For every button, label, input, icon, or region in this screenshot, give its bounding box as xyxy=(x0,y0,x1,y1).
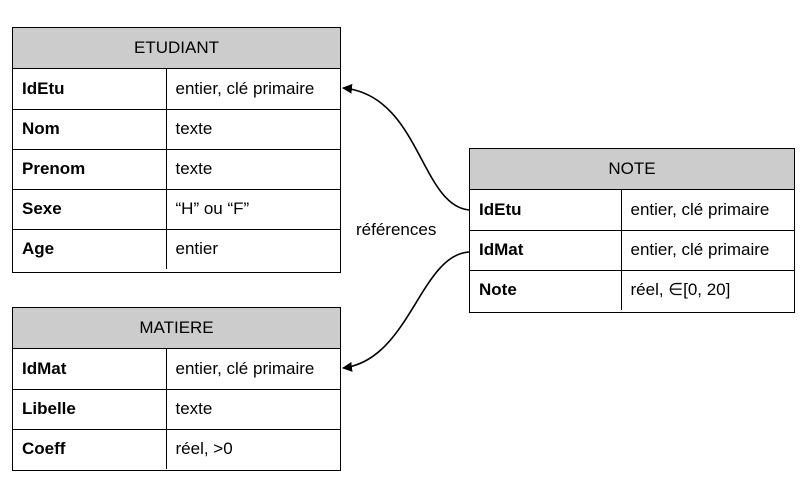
table-row: Note réel, ∈[0, 20] xyxy=(470,269,794,310)
table-row: Nom texte xyxy=(13,108,340,149)
idetu-reference-arrow xyxy=(342,83,470,211)
field-type: entier, clé primaire xyxy=(175,78,315,98)
field-type: entier, clé primaire xyxy=(621,229,794,270)
field-name: IdEtu xyxy=(470,190,622,230)
matiere-title: MATIERE xyxy=(13,308,340,349)
field-name: Prenom xyxy=(13,148,167,189)
table-row: IdMat entier, clé primaire xyxy=(470,229,794,270)
field-name: IdEtu xyxy=(13,69,167,109)
field-type: entier xyxy=(166,228,340,269)
table-row: Coeff réel, >0 xyxy=(13,428,340,469)
table-row: IdEtu entier, clé primaire xyxy=(470,190,794,230)
field-type: texte xyxy=(166,148,340,189)
field-name: Nom xyxy=(13,108,167,149)
idmat-reference-arrow xyxy=(342,251,470,372)
field-name: Age xyxy=(13,228,167,269)
table-row: Sexe “H” ou “F” xyxy=(13,188,340,229)
field-type: réel, ∈[0, 20] xyxy=(621,269,794,310)
field-name: IdMat xyxy=(13,349,167,389)
table-row: IdEtu entier, clé primaire xyxy=(13,69,340,109)
field-type: texte xyxy=(166,388,340,429)
field-type: “H” ou “F” xyxy=(166,188,340,229)
field-type: réel, >0 xyxy=(166,428,340,469)
field-name: Libelle xyxy=(13,388,167,429)
matiere-table: MATIERE IdMat entier, clé primaire Libel… xyxy=(12,307,341,471)
table-row: Age entier xyxy=(13,228,340,269)
field-type: texte xyxy=(166,108,340,149)
field-name: Sexe xyxy=(13,188,167,229)
field-name: Coeff xyxy=(13,428,167,469)
etudiant-fields: IdEtu entier, clé primaire Nom texte Pre… xyxy=(13,69,340,269)
references-label: références xyxy=(356,220,437,239)
field-name: Note xyxy=(470,269,622,310)
field-type: entier, clé primaire xyxy=(630,199,770,219)
matiere-fields: IdMat entier, clé primaire Libelle texte… xyxy=(13,349,340,469)
table-row: Libelle texte xyxy=(13,388,340,429)
etudiant-title: ETUDIANT xyxy=(13,28,340,69)
etudiant-table: ETUDIANT IdEtu entier, clé primaire Nom … xyxy=(12,27,341,273)
note-title: NOTE xyxy=(470,149,794,190)
table-row: Prenom texte xyxy=(13,148,340,189)
table-row: IdMat entier, clé primaire xyxy=(13,349,340,389)
note-fields: IdEtu entier, clé primaire IdMat entier,… xyxy=(470,190,794,310)
field-type: entier, clé primaire xyxy=(175,358,315,378)
field-name: IdMat xyxy=(470,229,622,270)
note-table: NOTE IdEtu entier, clé primaire IdMat en… xyxy=(469,148,795,313)
